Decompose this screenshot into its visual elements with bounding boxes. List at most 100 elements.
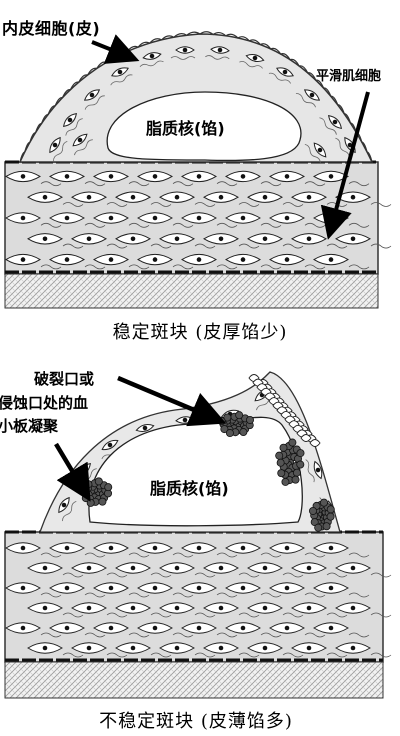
cell-nucleus	[86, 565, 92, 571]
cell-nucleus	[240, 174, 246, 179]
cell-nucleus	[130, 645, 136, 651]
cell-nucleus	[130, 194, 136, 200]
cell-nucleus	[89, 92, 95, 98]
cell-nucleus	[86, 605, 92, 611]
label-smooth-muscle: 平滑肌细胞	[316, 68, 381, 84]
cell-nucleus	[306, 565, 312, 571]
cell-nucleus	[52, 142, 58, 148]
cell-nucleus	[182, 47, 188, 53]
platelet	[308, 506, 317, 515]
stable-lipid-core	[106, 91, 302, 162]
cell-nucleus	[86, 645, 92, 651]
cell-nucleus	[130, 565, 136, 571]
cell-nucleus	[328, 625, 334, 631]
cell-nucleus	[174, 194, 180, 200]
unstable-lipid-core	[88, 416, 303, 527]
cell-nucleus	[306, 645, 312, 651]
cell-nucleus	[142, 425, 148, 431]
platelet	[310, 518, 319, 527]
cell-nucleus	[196, 545, 202, 551]
platelet	[225, 429, 234, 438]
cell-nucleus	[196, 585, 202, 591]
cell-nucleus	[328, 585, 334, 591]
cell-nucleus	[262, 605, 268, 611]
cell-nucleus	[240, 545, 246, 551]
cell-nucleus	[152, 545, 158, 551]
cell-nucleus	[20, 174, 26, 179]
cell-nucleus	[282, 69, 288, 75]
cell-nucleus	[284, 625, 290, 631]
cell-nucleus	[196, 215, 202, 221]
cell-nucleus	[174, 605, 180, 611]
cell-nucleus	[350, 565, 356, 571]
cell-nucleus	[332, 119, 338, 125]
cell-nucleus	[86, 194, 92, 200]
cell-nucleus	[262, 194, 268, 200]
platelet	[279, 443, 288, 452]
cell-nucleus	[152, 257, 158, 262]
cell-nucleus	[61, 502, 67, 508]
cell-nucleus	[108, 257, 114, 262]
cell-nucleus	[20, 625, 26, 631]
cell-nucleus	[108, 585, 114, 591]
label-rupture-line1: 破裂口或	[34, 370, 94, 388]
cell-nucleus	[42, 194, 48, 200]
cell-nucleus	[284, 585, 290, 591]
cell-nucleus	[174, 645, 180, 651]
cell-nucleus	[240, 585, 246, 591]
rupture-arrow-1	[117, 375, 227, 427]
label-lipid-core-stable: 脂质核(馅)	[146, 119, 225, 138]
cell-nucleus	[64, 545, 70, 551]
stable-cap-texture	[49, 46, 356, 163]
cell-nucleus	[64, 585, 70, 591]
platelet	[217, 417, 226, 426]
platelet	[292, 468, 301, 477]
cell-nucleus	[67, 117, 73, 123]
smooth-muscle-arrow	[320, 91, 370, 240]
platelet	[239, 428, 248, 437]
platelet	[326, 512, 335, 521]
cell-nucleus	[117, 69, 123, 75]
cell-nucleus	[174, 565, 180, 571]
cell-nucleus	[350, 194, 356, 200]
rupture-arrow-2	[54, 442, 91, 502]
cell-nucleus	[149, 53, 155, 59]
cell-nucleus	[350, 605, 356, 611]
platelet	[104, 483, 113, 492]
stable-smooth-muscle-cells	[5, 170, 392, 270]
cell-nucleus	[108, 625, 114, 631]
cell-nucleus	[64, 215, 70, 221]
platelet	[296, 449, 305, 458]
platelet	[322, 522, 331, 531]
cell-nucleus	[284, 215, 290, 221]
cell-nucleus	[20, 585, 26, 591]
cell-nucleus	[218, 605, 224, 611]
platelet	[245, 415, 254, 424]
cell-nucleus	[42, 565, 48, 571]
cell-nucleus	[86, 236, 92, 242]
cell-nucleus	[130, 236, 136, 242]
cell-nucleus	[284, 545, 290, 551]
cell-nucleus	[152, 215, 158, 221]
cell-nucleus	[64, 174, 70, 179]
cell-nucleus	[262, 236, 268, 242]
cell-nucleus	[218, 645, 224, 651]
platelet	[288, 438, 297, 447]
unstable-adventitia	[4, 661, 384, 699]
cell-nucleus	[217, 47, 223, 53]
cell-nucleus	[108, 545, 114, 551]
cell-nucleus	[42, 605, 48, 611]
unstable-smooth-muscle-cells	[5, 542, 392, 658]
cell-nucleus	[306, 605, 312, 611]
label-rupture-line2: 侵蚀口处的血	[0, 394, 88, 412]
platelet	[277, 469, 286, 478]
platelet	[276, 458, 285, 467]
platelet	[98, 497, 107, 506]
unstable-plaque-panel: 破裂口或 侵蚀口处的血 小板凝聚 脂质核(馅) 不稳定斑块 (皮薄馅多)	[0, 370, 392, 732]
platelet	[314, 523, 323, 532]
label-endothelium: 内皮细胞(皮)	[2, 19, 100, 38]
cell-nucleus	[20, 257, 26, 262]
cell-nucleus	[240, 257, 246, 262]
label-rupture-line3: 小板凝聚	[0, 417, 59, 435]
